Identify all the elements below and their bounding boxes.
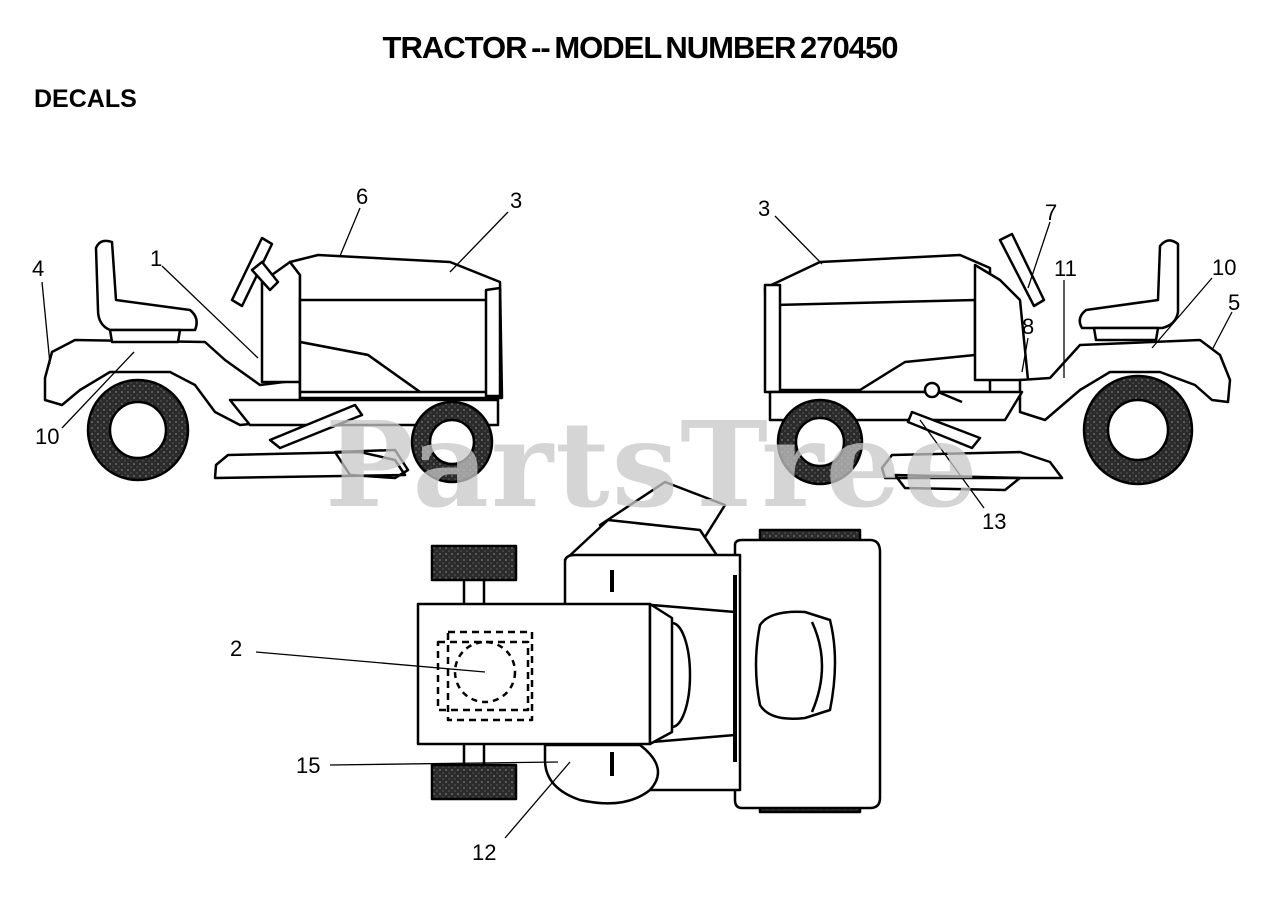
callout-top-2: 2	[230, 636, 242, 661]
callout-left-10: 10	[35, 424, 59, 449]
hood-decal-circle	[453, 640, 517, 704]
callout-left-6: 6	[356, 184, 368, 209]
front-rim	[794, 416, 846, 468]
seat-base	[108, 328, 182, 344]
section-heading: DECALS	[34, 85, 137, 113]
front-tire-top	[430, 544, 518, 582]
hood-decal-outline-inner	[446, 630, 534, 722]
lift-lever	[268, 403, 364, 450]
callout-labels: 4 1 6 3 10 3 7 11 10 5 8 13 2 15 12	[32, 184, 1240, 865]
callout-left-3: 3	[510, 188, 522, 213]
mower-deck	[213, 450, 407, 480]
steering-wheel	[230, 236, 274, 308]
rear-rim	[108, 400, 168, 460]
grille	[763, 283, 782, 394]
callout-right-10: 10	[1212, 255, 1236, 280]
seat	[1078, 239, 1180, 330]
callout-right-7: 7	[1045, 200, 1057, 225]
dash-tower	[973, 263, 1030, 382]
leader-lines	[41, 207, 1233, 839]
callout-right-8: 8	[1022, 314, 1034, 339]
callout-top-12: 12	[472, 840, 496, 865]
tractor-top-view	[416, 480, 882, 814]
grille	[484, 286, 502, 398]
mower-deck	[880, 450, 1064, 480]
chute	[893, 473, 1022, 492]
callout-right-3: 3	[758, 196, 770, 221]
lever-knob	[923, 381, 941, 399]
hood-top	[416, 602, 652, 746]
rear-fender	[1018, 338, 1232, 422]
front-tire-bottom	[430, 763, 518, 801]
callout-right-5: 5	[1228, 290, 1240, 315]
callout-right-13: 13	[982, 509, 1006, 534]
seat-top-inner	[810, 621, 824, 713]
steering-wheel	[998, 232, 1046, 308]
callout-right-11: 11	[1054, 256, 1077, 281]
hood-stripe	[298, 340, 422, 394]
front-rim	[428, 418, 476, 466]
steering-column	[250, 260, 280, 292]
hood-nose-panel	[648, 602, 674, 746]
discharge-guard	[543, 743, 660, 805]
chute	[333, 448, 410, 480]
tractor-right-side-view	[763, 232, 1232, 492]
rear-rim	[1106, 398, 1170, 462]
callout-left-1: 1	[150, 246, 162, 271]
lift-lever	[906, 410, 982, 450]
callout-top-15: 15	[296, 753, 320, 778]
seat-base	[1092, 326, 1160, 342]
seat-top	[754, 610, 837, 720]
lever-handle	[937, 390, 963, 404]
seat	[94, 239, 198, 332]
page-title: TRACTOR -- MODEL NUMBER 270450	[382, 30, 899, 65]
watermark: PartsTree	[325, 395, 980, 534]
callout-left-4: 4	[32, 256, 44, 281]
hood-decal-outline-outer	[436, 640, 530, 712]
tractor-left-side-view	[43, 236, 504, 484]
